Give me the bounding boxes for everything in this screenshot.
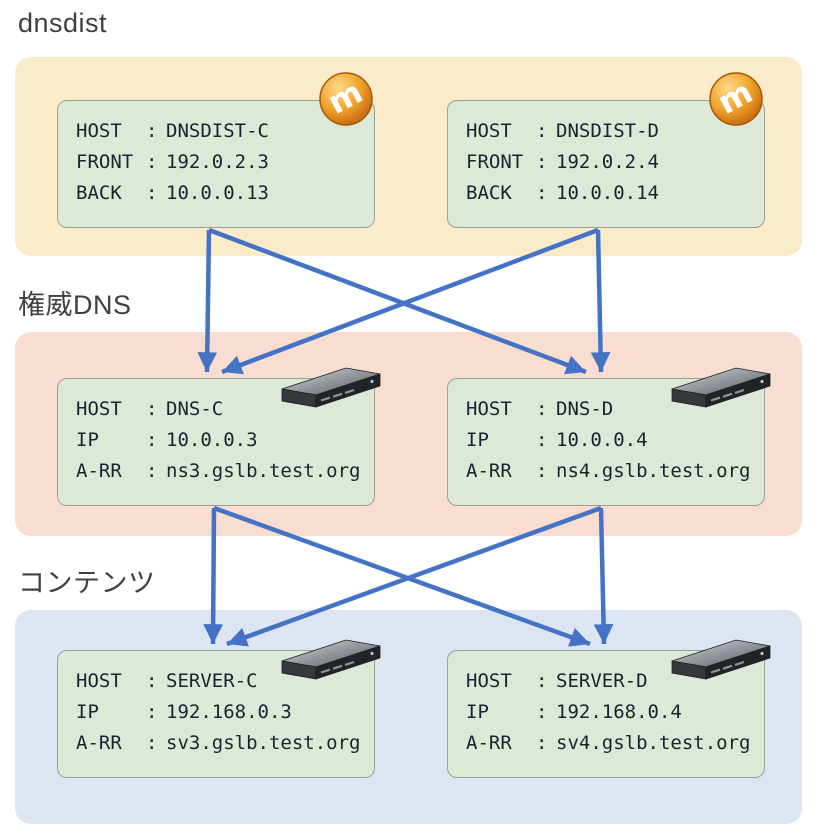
- row-key: HOST: [466, 398, 512, 420]
- node-server-d: HOST: SERVER-D IP:192.168.0.4 A-RR: sv4.gs…: [447, 639, 771, 778]
- row-value: ns4.gslb.test.org: [556, 460, 751, 482]
- row-value: 10.0.0.14: [556, 182, 659, 204]
- row-value: ns3.gslb.test.org: [166, 460, 361, 482]
- node-row: HOST: DNSDIST-C: [76, 116, 374, 147]
- tier-label-authoritative-dns: 権威DNS: [18, 290, 132, 320]
- node-dns-c: HOST: DNS-C IP:10.0.0.3 A-RR: ns3.gslb.tes…: [57, 367, 381, 506]
- node-row: FRONT:192.0.2.3: [76, 147, 374, 178]
- node-row: IP:192.168.0.4: [466, 697, 764, 728]
- row-colon: :: [536, 398, 548, 420]
- node-row: HOST: SERVER-C: [76, 666, 374, 697]
- node-row: A-RR: sv3.gslb.test.org: [76, 728, 374, 759]
- row-key: HOST: [76, 670, 122, 692]
- row-colon: :: [536, 120, 548, 142]
- row-key: HOST: [76, 120, 122, 142]
- row-key: BACK: [466, 182, 512, 204]
- row-key: HOST: [466, 120, 512, 142]
- row-colon: :: [536, 429, 548, 451]
- row-colon: :: [536, 732, 548, 754]
- row-key: A-RR: [76, 460, 122, 482]
- row-key: HOST: [466, 670, 512, 692]
- node-row: BACK:10.0.0.14: [466, 178, 764, 209]
- row-value: 10.0.0.13: [166, 182, 269, 204]
- row-key: A-RR: [466, 460, 512, 482]
- node-row: HOST: DNSDIST-D: [466, 116, 764, 147]
- row-colon: :: [146, 120, 158, 142]
- row-value: DNSDIST-D: [556, 120, 659, 142]
- row-key: IP: [466, 701, 489, 723]
- node-server-c: HOST: SERVER-C IP:192.168.0.3 A-RR: sv3.gs…: [57, 639, 381, 778]
- node-row: A-RR: ns4.gslb.test.org: [466, 456, 764, 487]
- row-key: IP: [76, 701, 99, 723]
- node-dns-d: HOST: DNS-D IP:10.0.0.4 A-RR: ns4.gslb.tes…: [447, 367, 771, 506]
- node-row: HOST: DNS-C: [76, 394, 374, 425]
- node-row: HOST: SERVER-D: [466, 666, 764, 697]
- row-colon: :: [536, 701, 548, 723]
- row-value: SERVER-D: [556, 670, 648, 692]
- row-key: FRONT: [466, 151, 524, 173]
- node-row: IP:10.0.0.3: [76, 425, 374, 456]
- node-row: IP:10.0.0.4: [466, 425, 764, 456]
- row-key: A-RR: [76, 732, 122, 754]
- row-key: A-RR: [466, 732, 512, 754]
- node-row: BACK:10.0.0.13: [76, 178, 374, 209]
- row-value: 192.168.0.4: [556, 701, 682, 723]
- node-row: FRONT:192.0.2.4: [466, 147, 764, 178]
- row-colon: :: [146, 732, 158, 754]
- tier-label-dnsdist: dnsdist: [18, 8, 108, 38]
- row-key: IP: [76, 429, 99, 451]
- row-colon: :: [146, 429, 158, 451]
- row-value: DNS-C: [166, 398, 224, 420]
- row-value: sv4.gslb.test.org: [556, 732, 751, 754]
- row-key: FRONT: [76, 151, 134, 173]
- row-colon: :: [536, 670, 548, 692]
- row-value: sv3.gslb.test.org: [166, 732, 361, 754]
- node-dnsdist-d: m HOST:DNSDIST-D FRONT:192.0.2.4 BACK:10…: [447, 72, 765, 228]
- row-key: BACK: [76, 182, 122, 204]
- row-colon: :: [146, 398, 158, 420]
- row-value: DNS-D: [556, 398, 614, 420]
- row-value: 10.0.0.3: [166, 429, 258, 451]
- row-value: SERVER-C: [166, 670, 258, 692]
- row-colon: :: [536, 151, 548, 173]
- row-key: HOST: [76, 398, 122, 420]
- node-row: A-RR: ns3.gslb.test.org: [76, 456, 374, 487]
- row-colon: :: [146, 151, 158, 173]
- row-colon: :: [536, 460, 548, 482]
- row-value: 192.0.2.4: [556, 151, 659, 173]
- node-dnsdist-c: m HOST:DNSDIST-C FRONT:192.0.2.3 BACK:10…: [57, 72, 375, 228]
- node-row: IP:192.168.0.3: [76, 697, 374, 728]
- row-value: 10.0.0.4: [556, 429, 648, 451]
- row-colon: :: [536, 182, 548, 204]
- row-colon: :: [146, 670, 158, 692]
- row-value: 192.168.0.3: [166, 701, 292, 723]
- node-row: A-RR: sv4.gslb.test.org: [466, 728, 764, 759]
- tier-label-content: コンテンツ: [18, 568, 156, 598]
- row-value: 192.0.2.3: [166, 151, 269, 173]
- row-colon: :: [146, 182, 158, 204]
- row-key: IP: [466, 429, 489, 451]
- row-colon: :: [146, 460, 158, 482]
- row-colon: :: [146, 701, 158, 723]
- row-value: DNSDIST-C: [166, 120, 269, 142]
- node-row: HOST: DNS-D: [466, 394, 764, 425]
